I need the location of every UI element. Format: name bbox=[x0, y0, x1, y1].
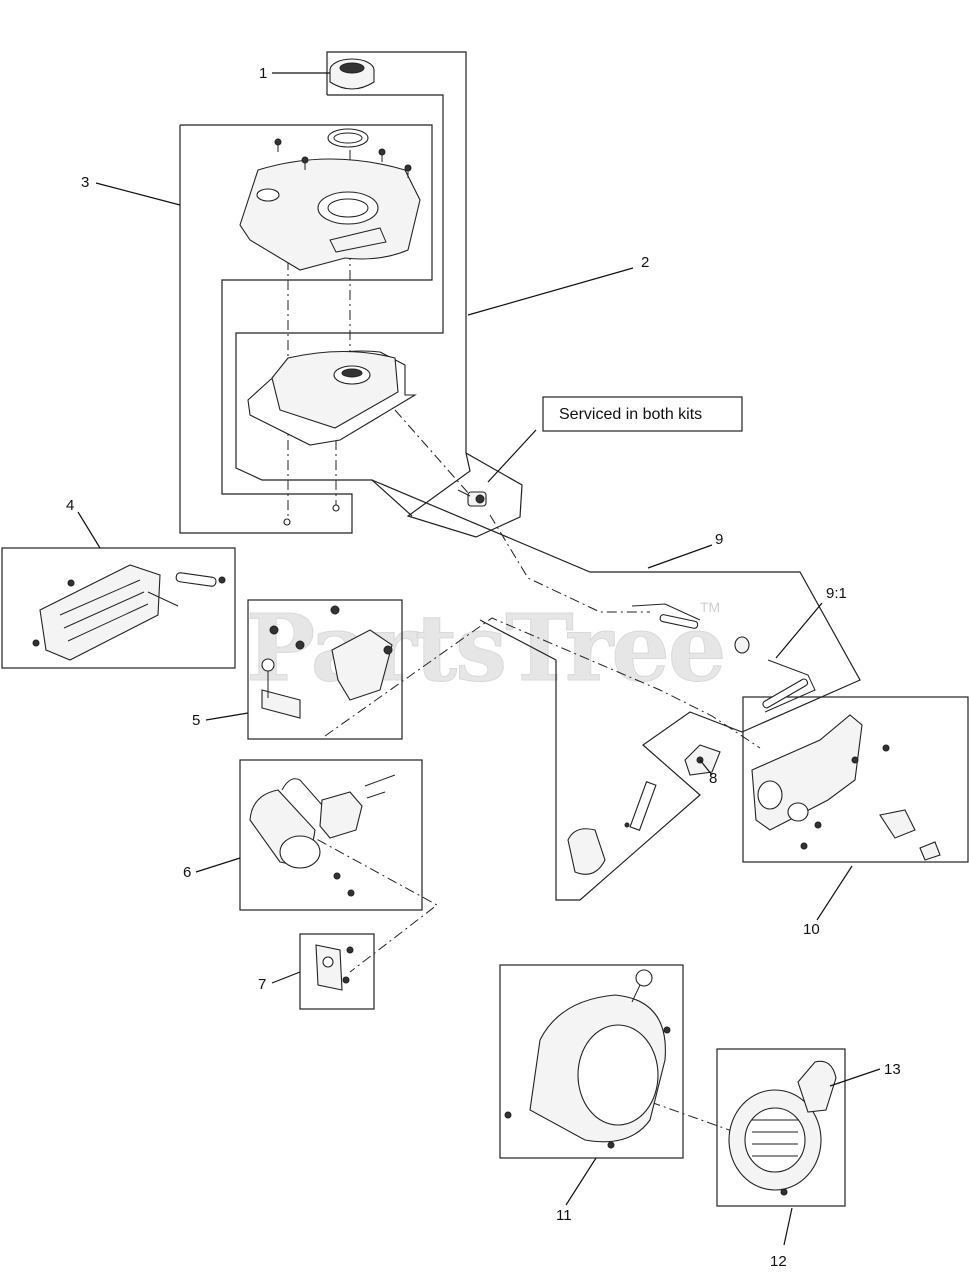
frame-kit-10 bbox=[742, 696, 969, 863]
callout-1: 1 bbox=[259, 65, 267, 82]
throttle-lever bbox=[567, 744, 721, 875]
callouts: 1 2 3 4 5 6 7 8 9 9:1 10 11 12 13 bbox=[66, 65, 901, 1270]
frame-kit-7 bbox=[299, 933, 375, 1010]
starter-motor bbox=[249, 774, 396, 897]
frame-kit-4 bbox=[1, 547, 236, 669]
callout-2: 2 bbox=[641, 254, 649, 271]
callout-5: 5 bbox=[192, 712, 200, 729]
callout-9: 9 bbox=[715, 531, 723, 548]
frame-kit-2 bbox=[326, 51, 523, 538]
callout-3: 3 bbox=[81, 174, 89, 191]
bracket-set bbox=[261, 605, 393, 719]
leader-lines bbox=[77, 72, 881, 1246]
kit-frames: Serviced in both kits bbox=[1, 51, 969, 1207]
watermark: PartsTree TM bbox=[246, 594, 727, 703]
control-panel bbox=[751, 714, 941, 861]
throttle-cable bbox=[631, 603, 816, 713]
mounting-bracket bbox=[32, 564, 226, 661]
callout-13: 13 bbox=[884, 1061, 901, 1078]
callout-10: 10 bbox=[803, 921, 820, 938]
note-text: Serviced in both kits bbox=[559, 406, 702, 423]
fuel-cap bbox=[329, 58, 375, 90]
callout-7: 7 bbox=[258, 976, 266, 993]
callout-8: 8 bbox=[709, 770, 717, 787]
watermark-trademark: TM bbox=[700, 599, 720, 615]
fuel-tank bbox=[247, 350, 417, 526]
frame-kit-3 bbox=[179, 124, 433, 534]
tank-cover bbox=[239, 128, 421, 271]
small-bracket bbox=[315, 944, 354, 991]
fuel-valve bbox=[457, 489, 487, 507]
callout-11: 11 bbox=[556, 1207, 572, 1224]
fan-housing bbox=[504, 969, 671, 1149]
frame-kit-5 bbox=[247, 599, 403, 740]
recoil-starter bbox=[728, 1060, 837, 1196]
callout-9-1: 9:1 bbox=[826, 585, 847, 602]
watermark-text: PartsTree bbox=[246, 594, 724, 702]
callout-12: 12 bbox=[770, 1253, 787, 1270]
frame-kit-9 bbox=[371, 479, 861, 901]
frame-kit-12 bbox=[716, 1048, 846, 1207]
callout-4: 4 bbox=[66, 497, 74, 514]
frame-fuel-cap bbox=[235, 94, 444, 517]
callout-6: 6 bbox=[183, 864, 191, 881]
note-box bbox=[542, 396, 743, 432]
frame-kit-6 bbox=[239, 759, 423, 911]
frame-kit-11 bbox=[499, 964, 684, 1159]
